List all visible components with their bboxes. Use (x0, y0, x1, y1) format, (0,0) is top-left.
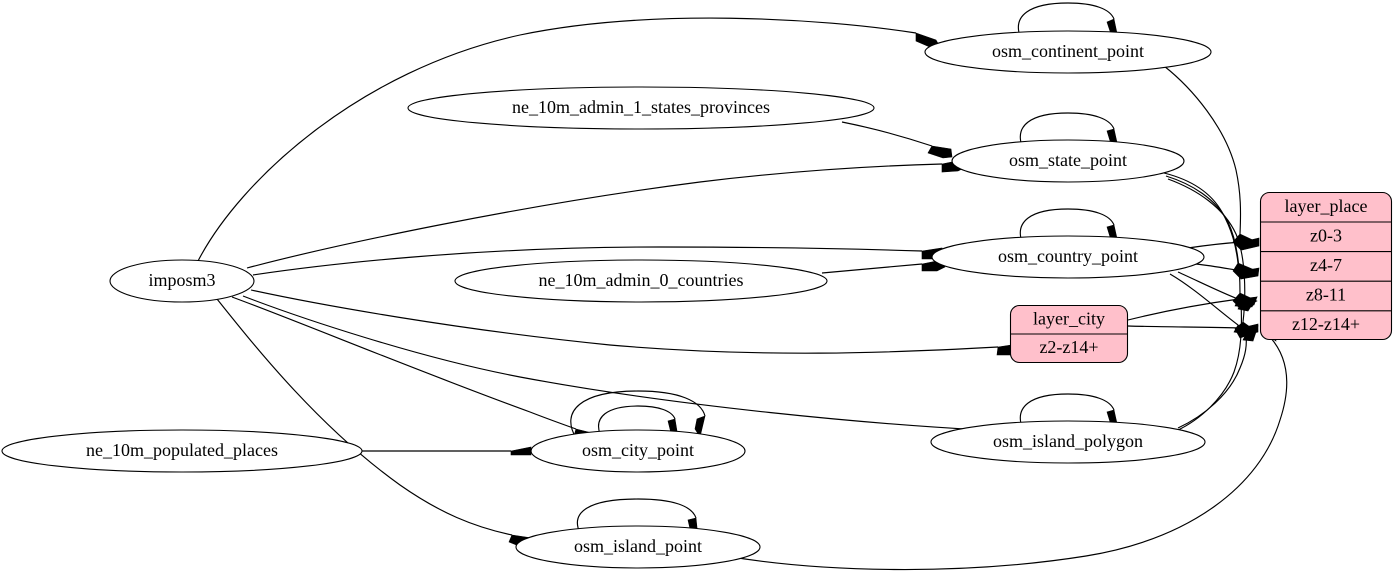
record-node-layer_city[interactable]: layer_city z2-z14+ (1009, 304, 1129, 364)
node-ne_10m_admin_1_states_provinces[interactable]: ne_10m_admin_1_states_provinces (407, 86, 875, 130)
node-imposm3[interactable]: imposm3 (109, 259, 255, 303)
node-osm_island_polygon[interactable]: osm_island_polygon (930, 420, 1206, 464)
node-osm_city_point[interactable]: osm_city_point (530, 429, 746, 473)
edge-osm_island_polygon-to-layer_place-z12_z14 (1177, 325, 1259, 429)
node-osm_country_point[interactable]: osm_country_point (931, 235, 1205, 279)
node-osm_island_point[interactable]: osm_island_point (515, 525, 761, 569)
node-ne_10m_populated_places[interactable]: ne_10m_populated_places (1, 429, 363, 473)
nodes-layer: imposm3 ne_10m_admin_1_states_provinces … (1, 30, 1212, 569)
edge-imposm3-to-osm_city_point (231, 296, 599, 444)
edge-osm_city_point-self-loop-outer (570, 390, 706, 439)
edge-imposm3-to-osm_island_polygon (242, 295, 1006, 440)
edge-ne_10m_populated_places-to-osm_city_point (362, 446, 532, 456)
edge-imposm3-to-osm_continent_point (197, 17, 941, 262)
edge-ne_10m_admin_0_countries-to-osm_country_point (821, 259, 946, 274)
edge-imposm3-to-osm_state_point (246, 159, 967, 269)
edge-osm_country_point-to-layer_place-z4_7 (1195, 263, 1260, 280)
node-osm_state_point[interactable]: osm_state_point (951, 139, 1185, 183)
node-ne_10m_admin_0_countries[interactable]: ne_10m_admin_0_countries (454, 259, 828, 303)
edge-ne_10m_admin_1_states_provinces-to-osm_state_point (841, 121, 953, 159)
edge-osm_country_point-to-layer_place-z0_3 (1187, 237, 1260, 251)
edge-imposm3-to-osm_island_point (216, 298, 534, 549)
node-osm_continent_point[interactable]: osm_continent_point (924, 30, 1212, 74)
record-node-layer_place[interactable]: layer_place z0-3 z4-7 z8-11 z12-z14+ (1259, 191, 1393, 341)
edge-osm_island_polygon-to-layer_place-z8_11 (1175, 296, 1258, 432)
